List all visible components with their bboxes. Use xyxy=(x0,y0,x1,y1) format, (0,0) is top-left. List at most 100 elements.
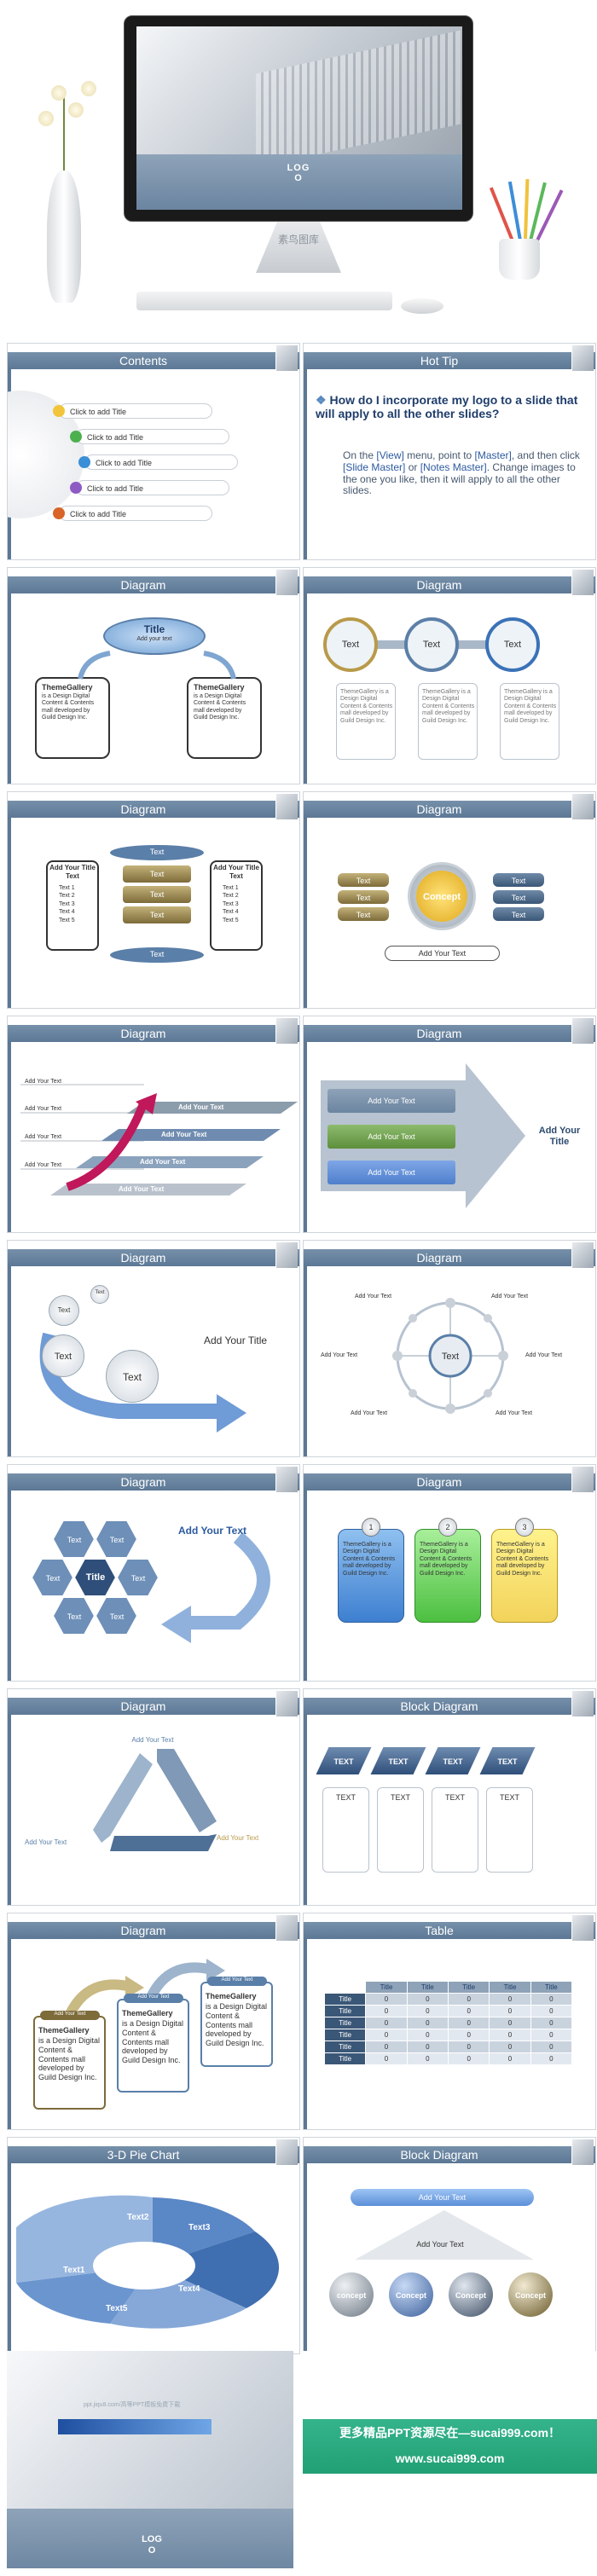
diamond-icon: ❖ xyxy=(316,393,330,407)
spiral-circle xyxy=(49,1295,79,1326)
slide-header-bar xyxy=(304,2146,595,2163)
slide-left-bar xyxy=(304,2163,307,2353)
contents-item-label: Click to add Title xyxy=(87,433,144,442)
stair-step-label: Add Your Text xyxy=(119,1185,165,1193)
step-tag xyxy=(207,1977,267,1986)
table-row-header: Title xyxy=(325,2053,366,2064)
recycle-label: Add Your Text xyxy=(25,1838,67,1846)
stack-right-label: Text xyxy=(511,911,526,919)
ring-label: Add Your Text xyxy=(525,1352,563,1358)
slide-diagram-recycle: Diagram Add Your Text Add Your Text Add … xyxy=(7,1688,300,1906)
contents-item[interactable]: Click to add Title xyxy=(70,429,229,444)
pencil-icon xyxy=(529,182,547,241)
cylinder-layer xyxy=(123,906,191,923)
text-box-label: TEXT xyxy=(390,1793,410,1802)
stair-side-label: Add Your Text xyxy=(25,1079,62,1085)
slide-header-bar xyxy=(304,801,595,818)
number-badge xyxy=(515,1518,534,1537)
hot-tip-question: ❖ How do I incorporate my logo to a slid… xyxy=(316,393,578,421)
contents-item[interactable]: Click to add Title xyxy=(53,506,212,521)
flower-icon xyxy=(68,102,84,118)
spiral-circle xyxy=(90,1285,109,1304)
slide-left-bar xyxy=(304,1715,307,1905)
slide-title: Diagram xyxy=(120,1924,166,1937)
slide-header-bar xyxy=(8,1473,299,1491)
pie-label: Text2 xyxy=(127,2213,149,2222)
slide-header-bar xyxy=(8,1249,299,1266)
monitor-screen: LOG O xyxy=(136,26,462,210)
text-card-body: ThemeGallery is a Design Digital Content… xyxy=(340,689,393,724)
ring-label: Add Your Text xyxy=(496,1410,533,1416)
keyboard-thumb-icon xyxy=(571,1242,594,1268)
slide-header-bar xyxy=(8,352,299,369)
table-row-header: Title xyxy=(325,2006,366,2017)
slide-left-bar xyxy=(304,369,307,559)
step-card-body: is a Design Digital Content & Contents m… xyxy=(206,2002,268,2048)
closing-slide: ppt.jiqu8.com/高等PPT模板免费下载 LOG O xyxy=(7,2351,293,2568)
stack-left-label: Text xyxy=(356,894,371,902)
ring-center-label: Text xyxy=(441,1352,460,1362)
table-header-cell: Title xyxy=(407,1982,448,1993)
monitor-stand xyxy=(256,222,341,273)
contents-item[interactable]: Click to add Title xyxy=(70,480,229,495)
contents-item[interactable]: Click to add Title xyxy=(78,454,238,470)
text-box-label: TEXT xyxy=(499,1793,519,1802)
cylinder-bottom xyxy=(110,947,204,963)
text-box xyxy=(377,1787,424,1873)
keyboard-thumb-icon xyxy=(571,1018,594,1044)
table-cell: 0 xyxy=(449,2017,490,2029)
color-card: ThemeGallery is a Design Digital Content… xyxy=(414,1529,481,1623)
hex-head-title: Add Your Text xyxy=(178,1525,247,1537)
hex-label: Text xyxy=(109,1536,125,1544)
diamond-block-label: TEXT xyxy=(388,1757,409,1766)
contents-item[interactable]: Click to add Title xyxy=(53,403,212,419)
keyboard-image xyxy=(136,292,392,310)
stairs-graphic xyxy=(20,1084,298,1195)
keyboard-thumb-icon xyxy=(275,1915,298,1941)
pie-label: Text5 xyxy=(106,2304,128,2313)
slide-header-bar xyxy=(8,2146,299,2163)
slide-left-bar xyxy=(8,1715,11,1905)
circle-label: Text xyxy=(503,640,522,650)
slide-title: Contents xyxy=(119,354,168,368)
keyboard-thumb-icon xyxy=(571,794,594,819)
hex-label: Text xyxy=(45,1574,61,1583)
step-card xyxy=(33,2016,106,2110)
stack-left xyxy=(338,890,389,904)
keyboard-thumb-icon xyxy=(275,2139,298,2165)
slide-header-bar xyxy=(8,1025,299,1042)
table-cell: 0 xyxy=(407,2006,448,2017)
right-box-body: is a Design Digital Content & Contents m… xyxy=(194,693,246,721)
spiral-circle xyxy=(106,1350,159,1403)
top-bar xyxy=(351,2189,534,2206)
ring-graphic xyxy=(392,1298,508,1414)
logo-text: LOG O xyxy=(287,163,310,183)
circle-chain-graphic xyxy=(323,617,540,672)
keyboard-thumb-icon xyxy=(571,570,594,595)
slide-header-bar xyxy=(304,1698,595,1715)
diamond-block-label: TEXT xyxy=(333,1757,354,1766)
pie-label: Text3 xyxy=(188,2223,211,2232)
title-oval xyxy=(103,617,206,655)
table-cell: 0 xyxy=(407,2053,448,2064)
step-card-body: is a Design Digital Content & Contents m… xyxy=(38,2036,101,2082)
hot-tip-answer: On the [View] menu, point to [Master], a… xyxy=(343,449,580,497)
slide-diagram-arrow: Diagram Add Your Text Add Your Text Add … xyxy=(303,1016,596,1233)
table-header-cell xyxy=(325,1982,365,1993)
stair-side-label: Add Your Text xyxy=(25,1162,62,1168)
keyboard-thumb-icon xyxy=(571,345,594,371)
left-box xyxy=(35,677,110,759)
arrow-bar xyxy=(327,1089,455,1113)
step-card xyxy=(200,1982,273,2067)
slide-diagram-spiral: Diagram Text Text Text Text Add Your Tit… xyxy=(7,1240,300,1457)
text-card: ThemeGallery is a Design Digital Content… xyxy=(418,683,478,760)
promo-line1[interactable]: 更多精品PPT资源尽在—sucai999.com！ xyxy=(339,2426,561,2440)
slide-title: 3-D Pie Chart xyxy=(107,2148,180,2162)
step-card-head: ThemeGallery xyxy=(122,2009,173,2017)
bullet-icon xyxy=(53,507,65,519)
slide-diagram-stairs: Diagram Add Your Text Add Your Text Add … xyxy=(7,1016,300,1233)
slide-title: Block Diagram xyxy=(400,1699,478,1713)
mouse-image xyxy=(401,298,443,314)
promo-line2[interactable]: www.sucai999.com xyxy=(395,2452,505,2465)
